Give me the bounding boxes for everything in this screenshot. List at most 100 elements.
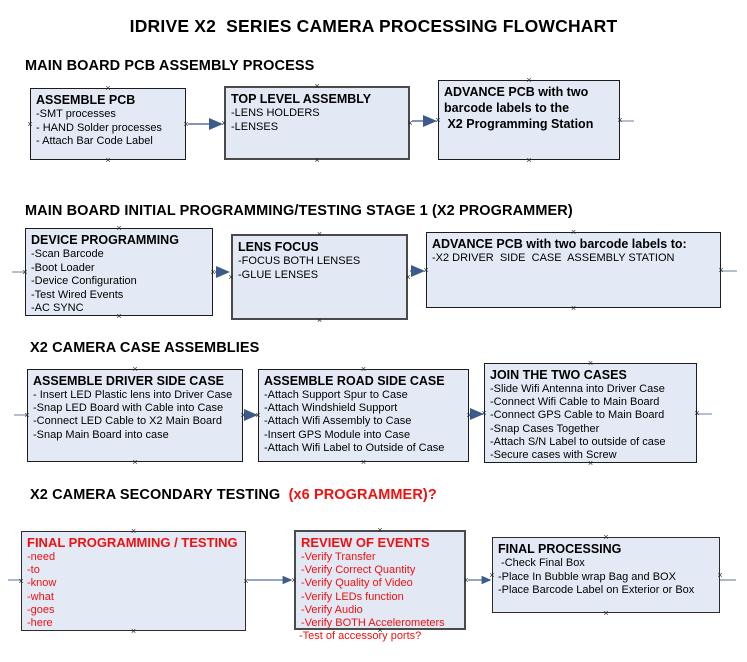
resize-handle[interactable] — [22, 269, 29, 276]
resize-handle[interactable] — [435, 117, 442, 124]
resize-handle[interactable] — [717, 572, 724, 579]
resize-handle[interactable] — [463, 577, 470, 584]
node-line: -Test Wired Events — [31, 288, 124, 301]
resize-handle[interactable] — [466, 412, 473, 419]
node-final-programming-testing[interactable]: FINAL PROGRAMMING / TESTING -need -to -k… — [21, 531, 246, 631]
node-line: -Snap Main Board into case — [33, 428, 169, 441]
node-line: -Place Barcode Label on Exterior or Box — [498, 584, 695, 597]
section-heading-accent: (x6 PROGRAMMER)? — [284, 487, 437, 503]
node-line: -LENS HOLDERS — [231, 107, 320, 119]
node-line: -AC SYNC — [31, 302, 84, 315]
node-line: -here — [27, 617, 53, 630]
node-line: -Check Final Box — [498, 557, 585, 569]
node-assemble-driver-side-case[interactable]: ASSEMBLE DRIVER SIDE CASE - Insert LED P… — [27, 369, 243, 462]
node-assemble-road-side-case[interactable]: ASSEMBLE ROAD SIDE CASE -Attach Support … — [258, 369, 469, 462]
node-line: -Secure cases with Screw — [490, 449, 617, 462]
node-line: -Verify Audio — [301, 603, 363, 616]
node-title: ADVANCE PCB with two — [444, 85, 589, 99]
node-join-the-two-cases[interactable]: JOIN THE TWO CASES -Slide Wifi Antenna i… — [484, 363, 697, 463]
resize-handle[interactable] — [570, 229, 577, 236]
resize-handle[interactable] — [423, 267, 430, 274]
section-heading-text: MAIN BOARD INITIAL PROGRAMMING/TESTING S… — [25, 203, 573, 219]
section-heading-main-board-pcb-assembly: MAIN BOARD PCB ASSEMBLY PROCESS — [25, 58, 314, 74]
node-line: -Verify Transfer — [301, 551, 376, 563]
node-line: -to — [27, 564, 40, 577]
node-assemble-pcb[interactable]: ASSEMBLE PCB -SMT processes - HAND Solde… — [30, 88, 186, 160]
section-heading-initial-programming-testing: MAIN BOARD INITIAL PROGRAMMING/TESTING S… — [25, 203, 573, 219]
node-line: -Attach Wifi Assembly to Case — [264, 415, 412, 428]
node-line: -Insert GPS Module into Case — [264, 428, 411, 441]
resize-handle[interactable] — [526, 157, 533, 164]
page-title: IDRIVE X2 SERIES CAMERA PROCESSING FLOWC… — [129, 16, 618, 36]
resize-handle[interactable] — [132, 366, 139, 373]
resize-handle[interactable] — [617, 117, 624, 124]
resize-handle[interactable] — [24, 412, 31, 419]
resize-handle[interactable] — [130, 628, 137, 635]
resize-handle[interactable] — [291, 577, 298, 584]
node-title: REVIEW OF EVENTS — [301, 535, 430, 550]
resize-handle[interactable] — [316, 317, 323, 324]
node-advance-pcb-programming-station[interactable]: ADVANCE PCB with two barcode labels to t… — [438, 80, 620, 160]
resize-handle[interactable] — [105, 157, 112, 164]
section-heading-text: X2 CAMERA SECONDARY TESTING — [30, 487, 285, 503]
resize-handle[interactable] — [489, 572, 496, 579]
node-line: -Verify Quality of Video — [301, 577, 413, 590]
node-line: -what — [27, 590, 54, 603]
node-line: - Attach Bar Code Label — [36, 135, 153, 148]
resize-handle[interactable] — [481, 410, 488, 417]
resize-handle[interactable] — [694, 410, 701, 417]
node-line: -Attach Windshield Support — [264, 402, 398, 415]
resize-handle[interactable] — [377, 527, 384, 534]
node-line: - Insert LED Plastic lens into Driver Ca… — [33, 389, 233, 401]
node-line: -Connect LED Cable to X2 Main Board — [33, 415, 222, 428]
node-top-level-assembly[interactable]: TOP LEVEL ASSEMBLY -LENS HOLDERS -LENSES — [224, 86, 410, 160]
resize-handle[interactable] — [603, 534, 610, 541]
node-line: -Verify Correct Quantity — [301, 564, 416, 577]
resize-handle[interactable] — [360, 366, 367, 373]
resize-handle[interactable] — [105, 85, 112, 92]
resize-handle[interactable] — [240, 412, 247, 419]
resize-handle[interactable] — [603, 610, 610, 617]
resize-handle[interactable] — [27, 121, 34, 128]
resize-handle[interactable] — [405, 274, 412, 281]
node-title: ASSEMBLE PCB — [36, 93, 136, 107]
resize-handle[interactable] — [183, 121, 190, 128]
node-final-processing[interactable]: FINAL PROCESSING -Check Final Box -Place… — [492, 537, 720, 613]
resize-handle[interactable] — [255, 412, 262, 419]
node-line: -need — [27, 551, 56, 563]
resize-handle[interactable] — [570, 305, 577, 312]
resize-handle[interactable] — [18, 578, 25, 585]
node-lens-focus[interactable]: LENS FOCUS -FOCUS BOTH LENSES -GLUE LENS… — [231, 234, 408, 320]
node-device-programming[interactable]: DEVICE PROGRAMMING -Scan Barcode -Boot L… — [25, 228, 213, 316]
node-line: -Connect Wifi Cable to Main Board — [490, 396, 660, 409]
resize-handle[interactable] — [407, 120, 414, 127]
resize-handle[interactable] — [587, 360, 594, 367]
resize-handle[interactable] — [116, 313, 123, 320]
node-title: TOP LEVEL ASSEMBLY — [231, 92, 372, 106]
resize-handle[interactable] — [132, 459, 139, 466]
resize-handle[interactable] — [526, 77, 533, 84]
node-title: ASSEMBLE ROAD SIDE CASE — [264, 374, 445, 388]
resize-handle[interactable] — [377, 627, 384, 634]
node-line: -Device Configuration — [31, 275, 137, 288]
resize-handle[interactable] — [221, 120, 228, 127]
resize-handle[interactable] — [130, 528, 137, 535]
resize-handle[interactable] — [116, 225, 123, 232]
node-review-of-events[interactable]: REVIEW OF EVENTS -Verify Transfer -Verif… — [294, 530, 466, 630]
node-line: -Boot Loader — [31, 261, 95, 274]
section-heading-text: X2 CAMERA CASE ASSEMBLIES — [30, 340, 260, 356]
resize-handle[interactable] — [210, 269, 217, 276]
resize-handle[interactable] — [243, 578, 250, 585]
resize-handle[interactable] — [316, 231, 323, 238]
resize-handle[interactable] — [587, 460, 594, 467]
node-advance-pcb-driver-side-station[interactable]: ADVANCE PCB with two barcode labels to: … — [426, 232, 721, 308]
node-title: JOIN THE TWO CASES — [490, 368, 627, 382]
resize-handle[interactable] — [314, 157, 321, 164]
resize-handle[interactable] — [718, 267, 725, 274]
resize-handle[interactable] — [314, 83, 321, 90]
resize-handle[interactable] — [360, 459, 367, 466]
resize-handle[interactable] — [228, 274, 235, 281]
node-line: -goes — [27, 603, 55, 616]
node-line: -Snap Cases Together — [490, 422, 600, 435]
node-line: -Place In Bubble wrap Bag and BOX — [498, 570, 676, 583]
